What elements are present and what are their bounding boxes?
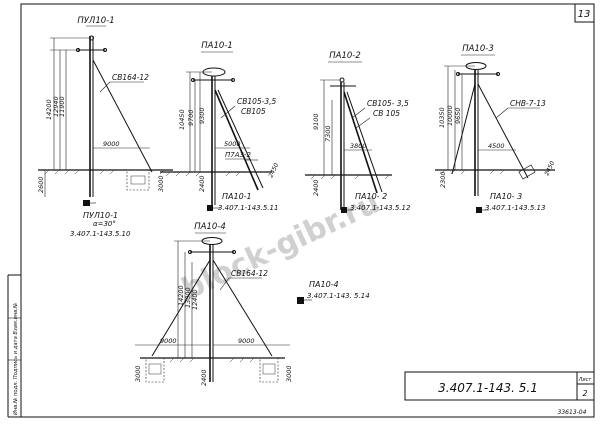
list-number: 2 (582, 389, 587, 398)
list-label: Лист (578, 377, 593, 383)
pul10-1-title: ПУЛ10-1 (77, 16, 114, 26)
sheet-frame (20, 3, 595, 418)
pa10-1-dim-span: 5000 (224, 140, 241, 148)
pa10-2-dim-below: 2400 (312, 179, 320, 196)
pa10-4-ref-code: 3.407.1-143. 5.14 (307, 292, 370, 300)
doc-code: 3.407.1-143. 5.1 (438, 381, 538, 395)
pul10-1-dim-right: 3000 (157, 175, 165, 192)
pa10-3-dim-bolt: 2450 (543, 160, 556, 177)
pa10-3-title: ПА10-3 (462, 44, 494, 54)
pa10-3-dim-span: 4500 (488, 142, 505, 150)
pa10-1-dim-bolt: 2450 (267, 162, 280, 179)
pa10-2-dim-total: 9100 (312, 113, 320, 130)
pa10-1-brace-label-2: СВ105 (241, 107, 266, 116)
pa10-3-dim-total: 10350 (438, 107, 446, 128)
pole-pul10-1: ПУЛ10-1 СВ164-12 14200 12 (37, 16, 173, 238)
pa10-1-dim-total: 10450 (178, 109, 186, 130)
pa10-4-dim-right-depth: 3000 (285, 365, 293, 382)
pa10-3-dim-lower: 9650 (454, 107, 462, 124)
pa10-4-title: ПА10-4 (194, 222, 226, 232)
pa10-2-title: ПА10-2 (329, 51, 361, 61)
pa10-3-ref-title: ПА10- 3 (490, 192, 522, 201)
pa10-4-dim-total: 14200 (177, 285, 185, 306)
pa10-4-dim-left-depth: 3000 (134, 365, 142, 382)
pa10-2-dim-mid: 7300 (324, 125, 332, 142)
pa10-1-dim-mid: 9700 (187, 109, 195, 126)
title-block (404, 371, 595, 401)
pa10-2-ref-code: 3.407.1-143.5.12 (350, 204, 411, 212)
pa10-3-brace-label: СНВ-7-13 (510, 99, 546, 108)
pa10-4-dim-left-span: 9000 (160, 337, 177, 345)
pole-pa10-3: ПА10-3 СНВ-7-13 10350 10000 9650 2300 (435, 44, 556, 213)
pa10-1-dim-lower: 9300 (198, 107, 206, 124)
sheet-number: 13 (578, 9, 591, 20)
pole-pa10-1: ПА10-1 СВ105-3,5 СВ105 П7А3-2 10450 (160, 41, 280, 212)
pa10-3-ref-code: 3.407.1-143.5.13 (485, 204, 545, 212)
pa10-2-ref-title: ПА10- 2 (355, 192, 387, 201)
pa10-1-title: ПА10-1 (201, 41, 233, 51)
pole-pa10-2: ПА10-2 СВ105- 3,5 СВ 105 9100 7300 2400 … (305, 51, 411, 213)
pa10-3-dim-mid: 10000 (446, 105, 454, 126)
pul10-1-dim-lower: 11900 (58, 96, 66, 117)
pa10-4-dim-right-span: 9000 (238, 337, 255, 345)
pul10-1-ref-angle: α=30° (93, 220, 116, 228)
side-label: Инв.№ подл. Подпись и дата Взам.инв.№ (13, 303, 19, 415)
pa10-1-ref-title: ПА10-1 (222, 192, 252, 201)
pa10-2-brace-label-2: СВ 105 (373, 109, 400, 118)
pul10-1-ref-code: 3.407.1-143.5.10 (70, 230, 131, 238)
sheet-number-box (574, 3, 595, 23)
pa10-4-dim-lower: 12400 (191, 289, 199, 310)
pole-pa10-4: ПА10-4 СВ164-12 14200 13000 (134, 222, 370, 386)
pa10-4-dim-mid: 13000 (184, 287, 192, 308)
pa10-3-dim-below: 2300 (439, 171, 447, 188)
pa10-2-brace-label-1: СВ105- 3,5 (367, 99, 409, 108)
pul10-1-dim-total: 14200 (45, 99, 53, 120)
pul10-1-dim-mid: 12940 (52, 96, 60, 117)
pa10-4-dim-below: 2400 (200, 369, 208, 386)
bottom-code: 33613-04 (558, 409, 587, 416)
pa10-1-dim-below: 2400 (198, 175, 206, 192)
pa10-4-brace-label: СВ164-12 (231, 269, 268, 278)
pa10-2-dim-span: 3800 (350, 142, 367, 150)
pa10-1-plate-label: П7А3-2 (225, 151, 251, 159)
pul10-1-dim-span: 9000 (103, 140, 120, 148)
pa10-1-brace-label-1: СВ105-3,5 (237, 97, 277, 106)
pul10-1-brace-label: СВ164-12 (112, 73, 149, 82)
pul10-1-dim-below: 2600 (37, 176, 45, 193)
pul10-1-ref-title: ПУЛ10-1 (83, 211, 118, 220)
pa10-4-ref-title: ПА10-4 (309, 280, 339, 289)
pa10-1-ref-code: 3.407.1-143.5.11 (218, 204, 278, 212)
